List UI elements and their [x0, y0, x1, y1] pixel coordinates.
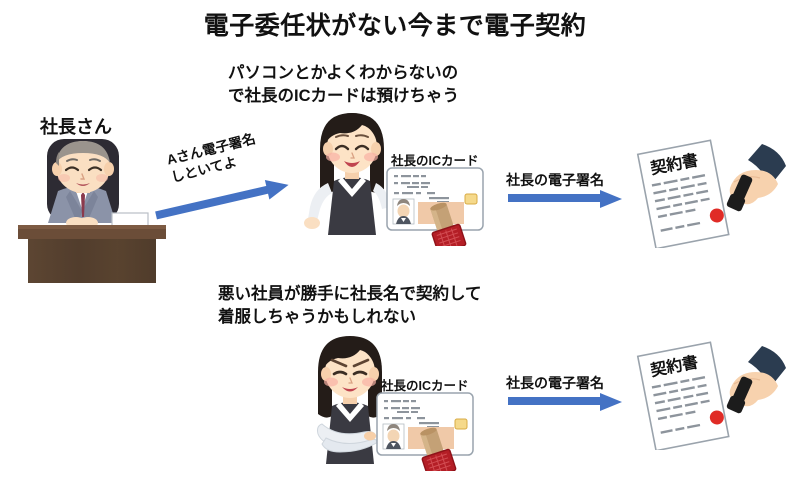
page-title: 電子委任状がない今まで電子契約: [203, 12, 587, 40]
arrow-signature-bottom: [508, 393, 624, 411]
arrow-signature-top: [508, 190, 624, 208]
scheming-female-employee: [300, 330, 400, 465]
ic-card-label-bottom: 社長のICカード: [381, 379, 469, 393]
president-label: 社長さん: [40, 117, 112, 137]
contract-document-bottom: 契約書: [634, 338, 790, 452]
caption-top-row: パソコンとかよくわからないの で社長のICカードは預けちゃう: [228, 64, 459, 105]
president-ic-card-top: [385, 166, 491, 255]
contract-document-top: 契約書: [634, 136, 790, 250]
president-ic-card-bottom: [375, 391, 481, 480]
signature-label-top: 社長の電子署名: [506, 172, 604, 188]
signature-label-bottom: 社長の電子署名: [506, 375, 604, 391]
arrow-president-to-employee: [150, 175, 300, 223]
caption-bottom-row: 悪い社員が勝手に社長名で契約して 着服しちゃうかもしれない: [218, 285, 482, 326]
president-at-desk: [14, 133, 174, 283]
ic-card-label-top: 社長のICカード: [391, 154, 479, 168]
